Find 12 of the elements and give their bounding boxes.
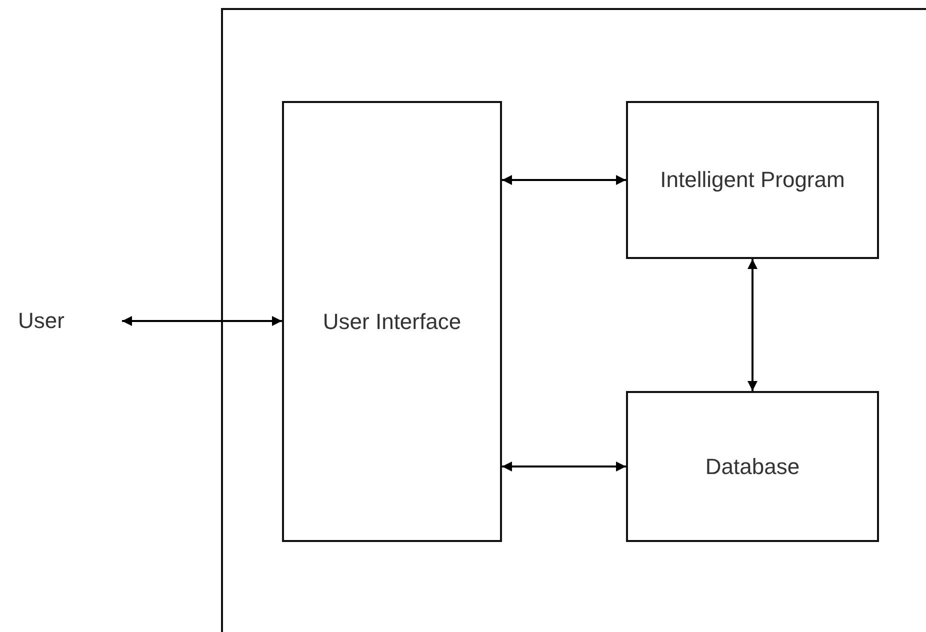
process-box <box>626 101 879 259</box>
arrow <box>748 259 758 391</box>
system-frame <box>221 8 926 632</box>
box-label: User Interface <box>322 308 462 334</box>
arrow <box>122 316 282 326</box>
box-label: Database <box>705 454 800 480</box>
arrow <box>502 462 626 472</box>
process-box <box>282 101 502 542</box>
box-label: Intelligent Program <box>660 167 845 193</box>
arrow <box>502 175 626 185</box>
process-box <box>626 391 879 542</box>
actor-label: User <box>18 308 64 334</box>
